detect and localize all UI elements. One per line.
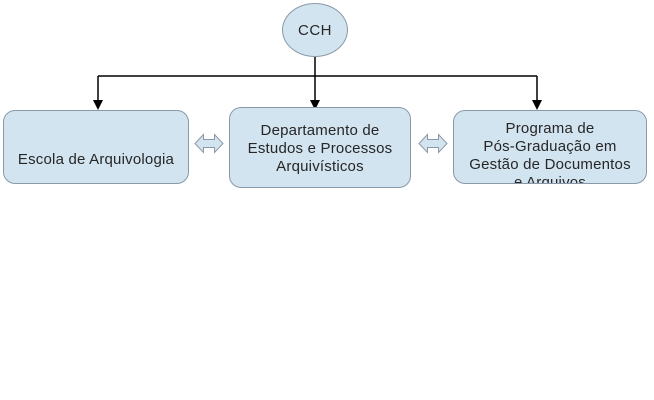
node-label-line: Departamento de	[260, 122, 380, 139]
node-cch: CCH	[282, 3, 348, 57]
node-label-line-clipped: e Arquivos	[513, 174, 587, 184]
arrowhead-down-icon	[93, 100, 103, 110]
node-label-line: Gestão de Documentos	[469, 156, 631, 173]
node-cch-label: CCH	[298, 21, 332, 39]
double-arrow-icon	[194, 133, 224, 154]
node-label-line: Arquivísticos	[276, 158, 364, 175]
node-escola-de-arquivologia: Escola de Arquivologia	[3, 110, 189, 184]
node-departamento-estudos-processos-arquivisticos: Departamento de Estudos e Processos Arqu…	[229, 107, 411, 188]
double-arrow-icon	[418, 133, 448, 154]
arrowhead-down-icon	[532, 100, 542, 110]
node-label-line: Escola de Arquivologia	[17, 151, 175, 168]
node-programa-pos-graduacao-gestao-documentos: Programa de Pós-Graduação em Gestão de D…	[453, 110, 647, 184]
node-label-line: Estudos e Processos	[247, 140, 393, 157]
node-label-line: Programa de	[505, 120, 595, 137]
node-label-line: Pós-Graduação em	[483, 138, 617, 155]
